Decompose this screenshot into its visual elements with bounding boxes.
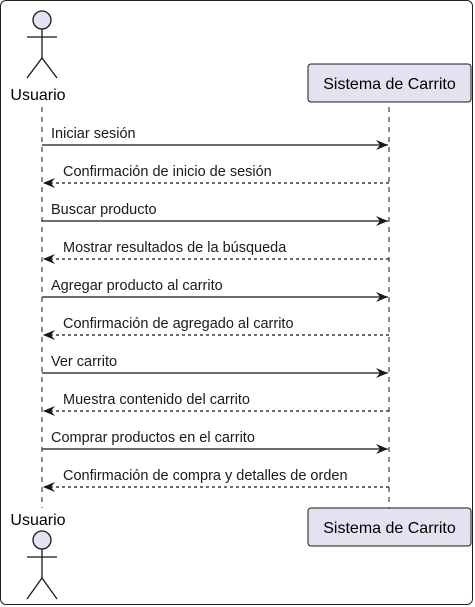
message-label: Confirmación de compra y detalles de ord… [63, 468, 348, 484]
message-label: Iniciar sesión [51, 126, 136, 142]
message-6: Confirmación de agregado al carrito [43, 316, 389, 340]
system-participant-top: Sistema de Carrito [307, 63, 472, 103]
arrowhead-icon [43, 178, 55, 188]
message-1: Iniciar sesión [42, 126, 388, 150]
system-participant-bottom: Sistema de Carrito [307, 507, 472, 547]
system-label-top: Sistema de Carrito [323, 76, 456, 93]
message-label: Muestra contenido del carrito [63, 392, 250, 408]
arrowhead-icon [43, 330, 55, 340]
message-label: Comprar productos en el carrito [51, 430, 255, 446]
actor-stick-figure-icon [26, 10, 58, 79]
message-label: Buscar producto [51, 202, 157, 218]
arrowhead-icon [376, 140, 388, 150]
arrowhead-icon [376, 444, 388, 454]
user-actor-bottom: Usuario [10, 512, 66, 600]
message-10: Confirmación de compra y detalles de ord… [43, 468, 389, 492]
arrowhead-icon [376, 216, 388, 226]
arrowhead-icon [43, 482, 55, 492]
message-label: Agregar producto al carrito [51, 278, 223, 294]
message-9: Comprar productos en el carrito [42, 430, 388, 454]
user-actor-top: Usuario [10, 10, 66, 104]
message-2: Confirmación de inicio de sesión [43, 164, 389, 188]
message-label: Mostrar resultados de la búsqueda [63, 240, 287, 256]
arrowhead-icon [43, 406, 55, 416]
user-label-bottom: Usuario [10, 512, 65, 529]
message-7: Ver carrito [42, 354, 388, 378]
message-label: Confirmación de inicio de sesión [63, 164, 272, 180]
user-label-top: Usuario [10, 87, 65, 104]
arrowhead-icon [43, 254, 55, 264]
message-4: Mostrar resultados de la búsqueda [43, 240, 389, 264]
message-3: Buscar producto [42, 202, 388, 226]
actor-stick-figure-icon [26, 530, 58, 600]
message-5: Agregar producto al carrito [42, 278, 388, 302]
message-8: Muestra contenido del carrito [43, 392, 389, 416]
arrowhead-icon [376, 368, 388, 378]
message-label: Ver carrito [51, 354, 117, 370]
message-label: Confirmación de agregado al carrito [63, 316, 294, 332]
system-label-bottom: Sistema de Carrito [323, 520, 456, 537]
arrowhead-icon [376, 292, 388, 302]
